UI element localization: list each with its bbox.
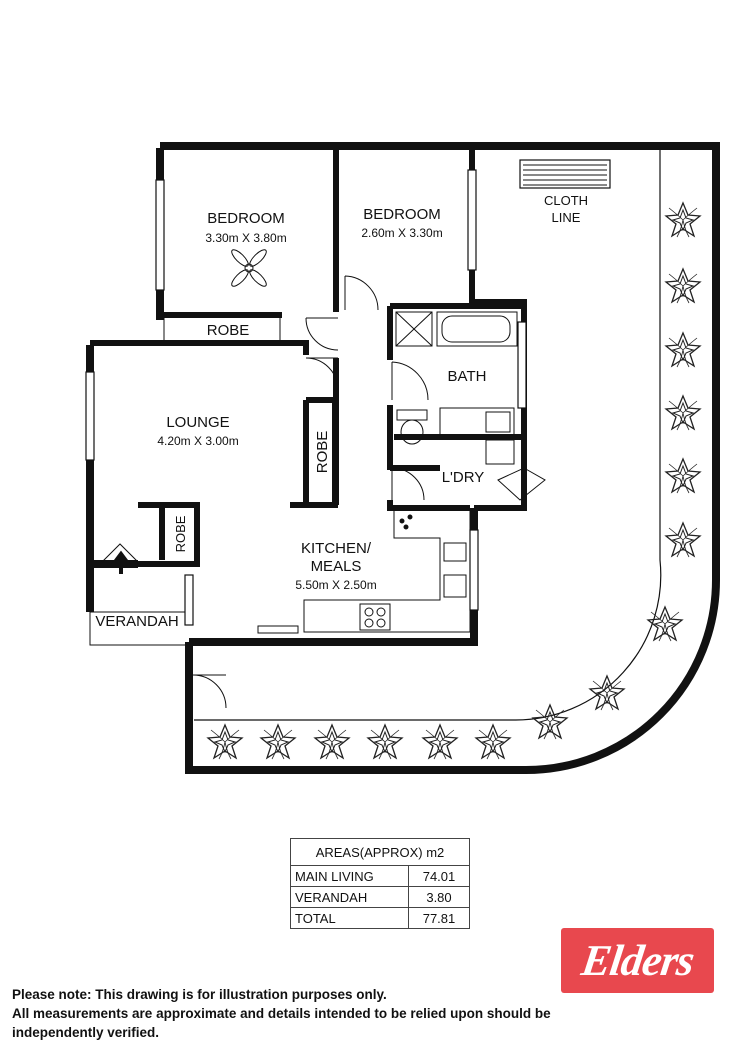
windows: [85, 159, 611, 626]
shrub-icon: [665, 458, 701, 494]
kitchen-size: 5.50m X 2.50m: [295, 578, 376, 592]
areas-row-label: MAIN LIVING: [290, 865, 409, 887]
shrub-icon: [207, 724, 243, 760]
areas-row-label: TOTAL: [290, 907, 409, 929]
shrub-icon: [589, 675, 625, 711]
interior-walls: [90, 150, 527, 567]
kitchen-name-1: KITCHEN/: [301, 540, 372, 557]
areas-row-value: 74.01: [408, 865, 470, 887]
bedroom-1-name: BEDROOM: [207, 210, 285, 227]
note-line-1: Please note: This drawing is for illustr…: [12, 987, 387, 1002]
shrub-icon: [314, 724, 350, 760]
bedroom-2-size: 2.60m X 3.30m: [361, 226, 442, 240]
shrub-icon: [260, 724, 296, 760]
bedroom-2-name: BEDROOM: [363, 206, 441, 223]
bathroom-fixtures: [395, 311, 518, 465]
lounge-size: 4.20m X 3.00m: [157, 434, 238, 448]
note-line-2: All measurements are approximate and det…: [12, 1006, 551, 1021]
areas-row-label: VERANDAH: [290, 886, 409, 908]
bedroom-1-size: 3.30m X 3.80m: [205, 231, 286, 245]
entry-arrow-icon: [101, 543, 139, 574]
verandah-label: VERANDAH: [95, 613, 178, 630]
areas-row: VERANDAH 3.80: [290, 886, 470, 908]
shrub-icon: [647, 606, 683, 642]
doors: [163, 275, 546, 709]
shrub-icon: [532, 704, 568, 740]
robe-hall-label: ROBE: [314, 431, 331, 474]
cloth-line-label-2: LINE: [552, 210, 581, 225]
shrub-icon: [665, 522, 701, 558]
areas-row: TOTAL 77.81: [290, 907, 470, 929]
bath-label: BATH: [448, 368, 487, 385]
cloth-line-label-1: CLOTH: [544, 193, 588, 208]
areas-table: AREAS(APPROX) m2 MAIN LIVING 74.01 VERAN…: [290, 838, 470, 929]
verandah-outline: [89, 611, 189, 646]
laundry-label: L'DRY: [442, 469, 485, 486]
shrub-icon: [665, 268, 701, 304]
kitchen-fixtures: [257, 510, 471, 634]
areas-row-value: 77.81: [408, 907, 470, 929]
shrub-icon: [665, 332, 701, 368]
logo-text: Elders: [578, 936, 697, 985]
elders-logo: Elders: [561, 928, 714, 993]
shrub-icon: [367, 724, 403, 760]
note-line-3: independently verified.: [12, 1025, 160, 1040]
areas-row: MAIN LIVING 74.01: [290, 865, 470, 887]
floor-plan: BEDROOM 3.30m X 3.80m BEDROOM 2.60m X 3.…: [85, 142, 720, 774]
shrub-icon: [422, 724, 458, 760]
areas-row-value: 3.80: [408, 886, 470, 908]
areas-heading-row: AREAS(APPROX) m2: [290, 838, 470, 866]
shrub-icon: [665, 202, 701, 238]
ceiling-fan-icon: [231, 249, 267, 287]
shrub-icon: [665, 395, 701, 431]
kitchen-name-2: MEALS: [311, 558, 362, 575]
robe-lounge-label: ROBE: [173, 515, 188, 552]
cloth-line-lines: [523, 164, 607, 186]
robe-bedroom-label: ROBE: [207, 322, 250, 339]
disclaimer-note: Please note: This drawing is for illustr…: [12, 985, 572, 1042]
lounge-name: LOUNGE: [166, 414, 229, 431]
areas-heading: AREAS(APPROX) m2: [290, 838, 470, 866]
shrub-icon: [475, 724, 511, 760]
